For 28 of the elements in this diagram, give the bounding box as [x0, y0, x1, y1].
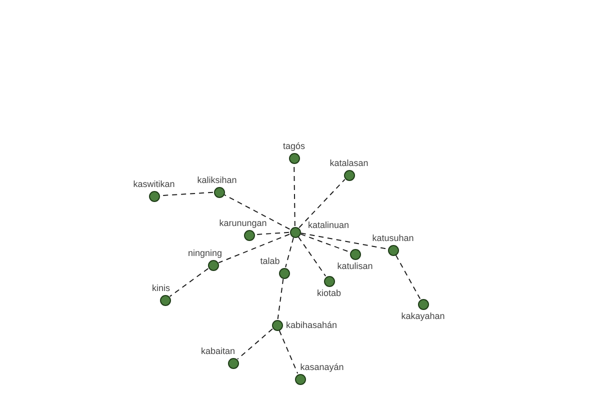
- dashed-connector: [169, 268, 209, 297]
- node-label: talab: [259, 256, 281, 266]
- dashed-connector: [278, 330, 298, 374]
- dashed-connector: [300, 232, 388, 250]
- dashed-connector: [298, 236, 326, 277]
- node-label: kakayahan: [400, 311, 446, 321]
- node-label: karunungan: [218, 218, 268, 228]
- node-label: kaswitikan: [132, 179, 176, 189]
- node-label: tagós: [282, 141, 306, 151]
- dashed-connector: [298, 178, 346, 228]
- dashed-connector: [395, 254, 421, 300]
- node-label: kaliksihan: [196, 175, 238, 185]
- node-label: katalinuan: [307, 220, 350, 230]
- dashed-connector: [277, 278, 284, 320]
- node-label: kasanayán: [299, 362, 345, 372]
- dashed-connector: [300, 234, 350, 252]
- node-label: kabaitan: [200, 346, 236, 356]
- node-label: kinis: [151, 283, 171, 293]
- dashed-connector: [285, 237, 294, 268]
- node-label: kiotab: [316, 288, 342, 298]
- node-label: ningning: [186, 248, 224, 258]
- dashed-connector: [254, 232, 290, 236]
- node-label: katusuhan: [371, 233, 415, 243]
- dashed-connector: [218, 234, 290, 264]
- dashed-connector: [224, 194, 290, 230]
- node-label: kabihasahán: [285, 320, 338, 330]
- node-label: katalasan: [328, 158, 370, 168]
- node-label: katulisan: [336, 261, 374, 271]
